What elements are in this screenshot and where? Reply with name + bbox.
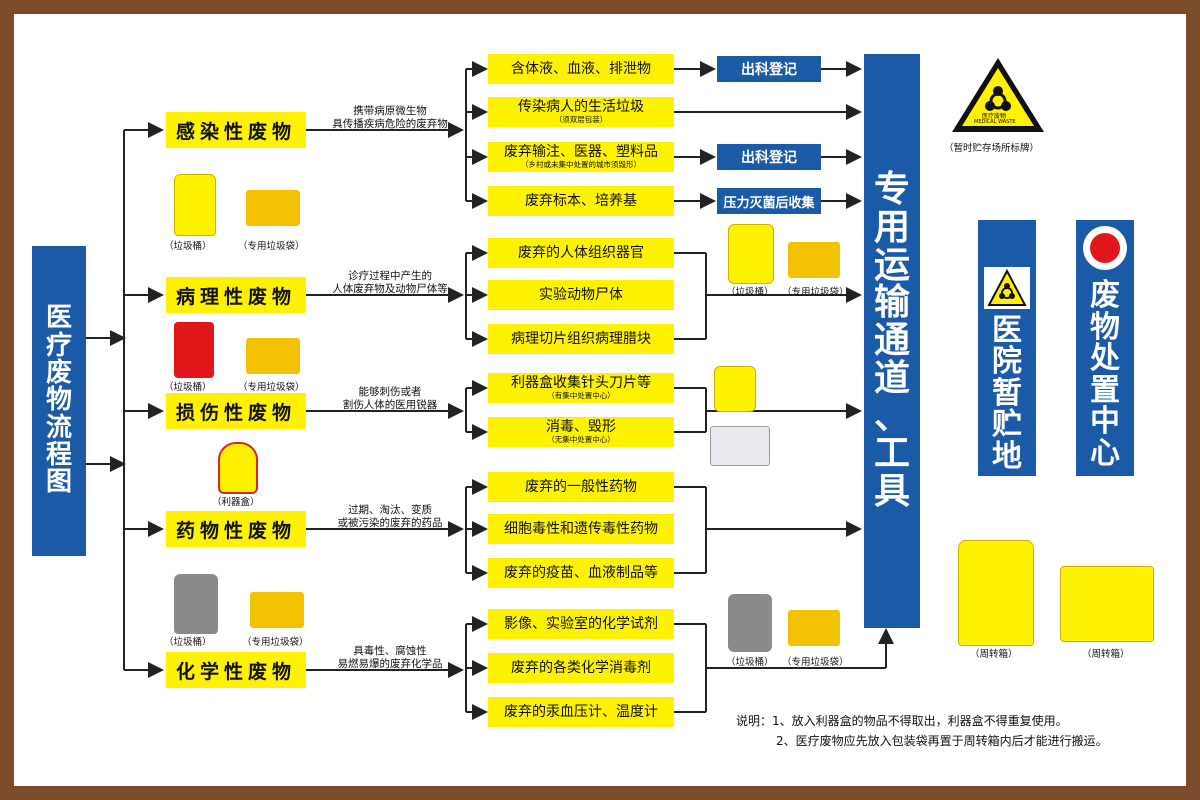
sharps-caption: （利器盒）: [212, 497, 260, 508]
flow-connectors: [86, 61, 894, 720]
destroyer-device-icon: [710, 426, 770, 466]
transport-char: 专: [873, 168, 910, 210]
transport-char: 具: [873, 471, 910, 513]
turnover-box-icon: [1060, 566, 1154, 642]
title-char: 医: [45, 303, 72, 334]
category-description: 诊疗过程中产生的人体废弃物及动物尸体等: [332, 270, 448, 295]
waste-bag-icon: [788, 610, 840, 646]
category-pathological: 病理性废物: [166, 277, 306, 313]
bag-caption: （专用垃圾袋）: [242, 637, 309, 648]
note-2: 2、医疗废物应先放入包装袋再置于周转箱内后才能进行搬运。: [776, 734, 1108, 748]
gray-bin-icon: [174, 574, 218, 634]
waste-item: 利器盒收集针头刀片等（有集中处置中心）: [488, 373, 674, 403]
waste-disposal-center: 废物处置中心: [1076, 220, 1134, 476]
waste-bag-icon: [250, 592, 304, 628]
bin-caption: （垃圾桶）: [164, 637, 212, 648]
disposal-char: 中: [1090, 404, 1120, 439]
transport-char: 通: [873, 320, 910, 362]
sign-text-cn: 医疗废物: [982, 113, 1007, 120]
bin-caption: （垃圾桶）: [726, 287, 774, 298]
transport-char: 输: [873, 282, 910, 324]
transport-channel: 专用运输通道、工具: [864, 54, 920, 628]
waste-bag-icon: [246, 338, 300, 374]
disposal-char: 置: [1090, 372, 1120, 408]
biohazard-triangle-icon: [952, 58, 1044, 132]
hospital-temporary-storage: 医院暂贮地: [978, 220, 1036, 476]
waste-item: 废弃标本、培养基: [488, 186, 674, 216]
bag-caption: （专用垃圾袋）: [238, 241, 305, 252]
biohazard-warning-sign: 医疗废物 MEDICAL WASTE: [948, 54, 1048, 136]
waste-item: 实验动物尸体: [488, 280, 674, 310]
storage-char: 地: [992, 438, 1022, 474]
category-description: 能够刺伤或者割伤人体的医用锐器: [342, 386, 438, 411]
waste-item: 废弃输注、医器、塑料品（乡村或未集中处置的城市须毁形）: [488, 142, 674, 172]
chart-title: 医疗废物流程图: [32, 246, 86, 556]
turnover-bin-icon: [958, 540, 1034, 646]
disposal-char: 处: [1090, 341, 1120, 376]
yellow-bin-icon: [174, 174, 216, 236]
disposal-char: 废: [1090, 278, 1120, 313]
bag-caption: （专用垃圾袋）: [782, 657, 849, 668]
sign-caption: （暂时贮存场所标牌）: [944, 143, 1040, 154]
waste-bag-icon: [246, 190, 300, 226]
waste-item: 废弃的各类化学消毒剂: [488, 653, 674, 683]
title-char: 图: [45, 467, 72, 498]
waste-bag-icon: [788, 242, 840, 278]
transport-char: 工: [873, 433, 910, 475]
waste-item: 细胞毒性和遗传毒性药物: [488, 514, 674, 544]
title-char: 废: [45, 358, 72, 389]
category-chemical: 化学性废物: [166, 652, 306, 688]
title-char: 疗: [45, 330, 72, 361]
waste-item: 消毒、毁形（无集中处置中心）: [488, 417, 674, 447]
waste-item: 废弃的人体组织器官: [488, 238, 674, 268]
waste-item: 废弃的疫苗、血液制品等: [488, 558, 674, 588]
waste-item: 影像、实验室的化学试剂: [488, 609, 674, 639]
category-pharmaceutical: 药物性废物: [166, 511, 306, 547]
turnover-caption: （周转箱）: [1082, 649, 1130, 660]
category-description: 具毒性、腐蚀性易燃易爆的废弃化学品: [337, 645, 443, 670]
turnover-caption: （周转箱）: [970, 649, 1018, 660]
storage-char: 暂: [992, 375, 1022, 411]
title-char: 物: [45, 385, 72, 416]
note-1: 说明：1、放入利器盒的物品不得取出，利器盒不得重复使用。: [736, 714, 1068, 728]
storage-char: 院: [992, 344, 1022, 379]
transport-char: 道: [873, 357, 910, 399]
sharps-container-icon: [714, 366, 756, 412]
red-bin-icon: [174, 322, 214, 378]
category-description: 携带病原微生物具传播疾病危险的废弃物: [332, 105, 448, 130]
category-injurious: 损伤性废物: [166, 393, 306, 429]
category-infectious: 感染性废物: [166, 112, 306, 148]
disposal-char: 心: [1090, 435, 1120, 471]
transport-char: 、: [873, 395, 910, 437]
gray-bin-icon: [728, 594, 772, 652]
department-registration-tag: 出科登记: [717, 144, 821, 170]
sign-text-en: MEDICAL WASTE: [974, 119, 1016, 125]
transport-char: 用: [873, 206, 910, 248]
waste-item: 废弃的汞血压计、温度计: [488, 697, 674, 727]
disposal-logo-icon: [1083, 226, 1127, 270]
storage-char: 贮: [992, 407, 1022, 442]
disposal-char: 物: [1090, 309, 1120, 345]
waste-item: 废弃的一般性药物: [488, 472, 674, 502]
waste-item: 病理切片组织病理腊块: [488, 324, 674, 354]
category-description: 过期、淘汰、变质或被污染的废弃的药品: [337, 504, 443, 529]
biohazard-sign-icon: [984, 266, 1030, 309]
bin-caption: （垃圾桶）: [164, 382, 212, 393]
bin-caption: （垃圾桶）: [726, 657, 774, 668]
title-char: 程: [45, 439, 72, 470]
sharps-box-icon: [218, 442, 258, 494]
poster-board: 医疗废物流程图 感染性废物 病理性废物 损伤性废物 药物性废物 化学性废物 携带…: [14, 14, 1186, 786]
transport-char: 运: [873, 244, 910, 286]
waste-item: 传染病人的生活垃圾（须双层包装）: [488, 97, 674, 127]
storage-char: 医: [992, 312, 1022, 348]
bin-caption: （垃圾桶）: [164, 241, 212, 252]
sterilize-collect-tag: 压力灭菌后收集: [717, 188, 821, 214]
department-registration-tag: 出科登记: [717, 56, 821, 82]
bag-caption: （专用垃圾袋）: [782, 287, 849, 298]
yellow-bin-icon: [728, 224, 774, 284]
title-char: 流: [45, 412, 72, 443]
bag-caption: （专用垃圾袋）: [238, 382, 305, 393]
waste-item: 含体液、血液、排泄物: [488, 54, 674, 84]
